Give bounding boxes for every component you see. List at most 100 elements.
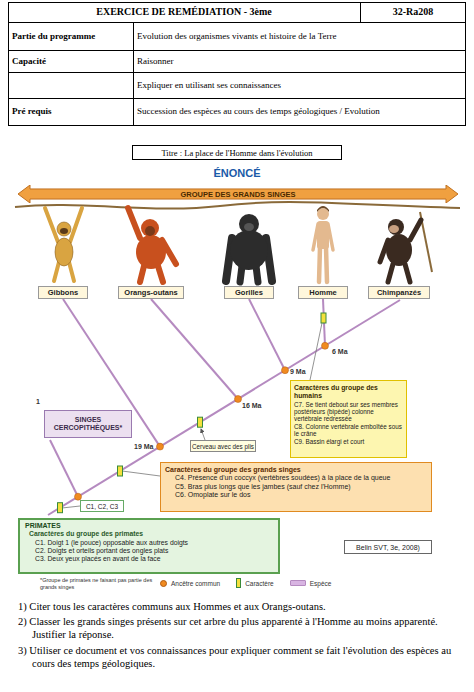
legend-item: Ancêtre commun [160,580,220,587]
group-box: SINGES CERCOPITHÈQUES* [44,410,132,438]
species-name: Chimpanzés [377,288,421,297]
table-rule [8,22,466,23]
title-text: Titre : La place de l'Homme dans l'évolu… [161,148,312,158]
character-item: C8. Colonne vertébrale emboîtée sous le … [294,423,403,438]
group-arrow: GROUPE DES GRANDS SINGES [18,185,458,203]
orang-leg [140,266,144,282]
gibbon-drawing [45,208,82,281]
gorilla-drawing [226,214,272,282]
legend: Ancêtre commun Caractère Espèce [160,578,347,588]
leader-line [310,323,322,380]
chimp-body [386,234,412,266]
tree-branch [50,440,78,497]
character-item: C9. Bassin élargi et court [294,438,403,445]
species-box: Chimpanzés [368,286,430,299]
table-rule [360,2,361,22]
table-border [9,3,466,126]
table-rule [8,50,466,51]
box-heading: Caractères du groupe des humains [294,384,403,400]
question: 1) Citer tous les caractères communs aux… [18,600,463,613]
ancestor-dot [322,342,329,349]
character-marker [198,417,203,427]
table-rule [133,22,134,125]
chimp-leg [405,264,410,282]
ancestor-dot [157,443,164,450]
table-rule [8,72,466,73]
character-item: C2. Doigts et orteils portant des ongles… [25,547,273,555]
species-name: Gorilles [235,288,263,297]
species-name: Orangs-outans [124,288,177,297]
gibbon-head [57,222,71,236]
orang-face [145,226,155,236]
table-cell: Evolution des organismes vivants et hist… [137,22,462,50]
ancestor-dot [235,396,242,403]
group-label: GROUPE DES GRANDS SINGES [180,190,295,199]
legend-swatch [160,580,167,587]
character-item: C1. Doigt 1 (le pouce) opposable aux aut… [25,539,273,547]
source-box: Belin SVT, 3e, 2008) [344,540,432,554]
species-box: Orangs-outans [118,286,184,299]
character-box: Caractères du groupe des humainsC7. Se t… [290,380,407,458]
orang-head [141,219,159,237]
character-item: C4. Présence d'un coccyx (vertèbres soud… [165,474,427,482]
source-text: Belin SVT, 3e, 2008) [356,544,420,551]
human-leg [326,247,327,282]
gorilla-head [239,214,259,234]
table-cell: Pré requis [12,98,132,125]
character-box: C1, C2, C3 [80,500,124,512]
gibbon-arm [45,208,58,242]
character-item: Cerveau avec des plis [192,443,254,450]
character-marker [58,503,63,513]
table-cell: EXERCICE DE REMÉDIATION - 3ème [8,2,360,22]
legend-item: Caractère [236,578,274,588]
legend-swatch [290,580,306,586]
title-box: Titre : La place de l'Homme dans l'évolu… [132,145,342,160]
box-heading: Caractères du groupe des grands singes [165,466,427,474]
chimp-face [389,225,399,233]
orang-leg [158,266,163,282]
leader-arrow [201,429,205,440]
table-cell: 32-Ra208 [360,2,466,22]
group-name: PRIMATES [25,522,273,530]
human-hair [317,206,329,212]
ancestor-dot [282,367,289,374]
chimp-drawing [380,212,432,282]
human-drawing [313,206,333,282]
tree-branch [249,299,285,370]
species-box: Gorilles [224,286,274,299]
tree-branch [151,299,238,399]
character-marker [118,466,123,476]
question: 3) Utiliser ce document et vos connaissa… [18,644,463,670]
gorilla-body [230,230,268,270]
human-leg [319,247,320,282]
orang-arm [128,208,140,238]
table-cell: Succession des espèces au cours des temp… [137,98,462,125]
age-label: 16 Ma [242,402,261,410]
gibbon-leg [54,262,59,281]
species-name: Homme [309,288,337,297]
orang-body [136,235,166,269]
age-label: 6 Ma [332,348,348,356]
arrow-band-shape [18,185,458,203]
legend-swatch [236,578,241,588]
section-heading: ÉNONCÉ [0,167,474,180]
character-item: C6. Omoplate sur le dos [165,491,427,499]
chimp-arm [410,220,421,240]
human-body [317,221,329,249]
age-label: 19 Ma [134,443,153,451]
legend-item: Espèce [290,580,332,587]
question: 2) Classer les grands singes présents su… [18,615,463,641]
box-heading: Caractères du groupe des primates [25,530,273,538]
legend-label: Ancêtre commun [171,580,220,587]
character-box: Cerveau avec des plis [190,440,256,452]
species-box: Gibbons [38,286,88,299]
footnote: *Groupe de primates ne faisant pas parti… [40,577,158,590]
character-box: Caractères du groupe des grands singesC4… [160,462,432,512]
character-item: C7. Se tient debout sur ses membres post… [294,401,403,423]
character-item: C5. Bras plus longs que les jambes (sauf… [165,483,427,491]
gibbon-arm [70,208,82,242]
table-cell: Expliquer en utilisant ses connaissances [137,72,462,98]
character-item: C1, C2, C3 [86,503,118,510]
group-box: PRIMATESCaractères du groupe des primate… [18,518,280,574]
